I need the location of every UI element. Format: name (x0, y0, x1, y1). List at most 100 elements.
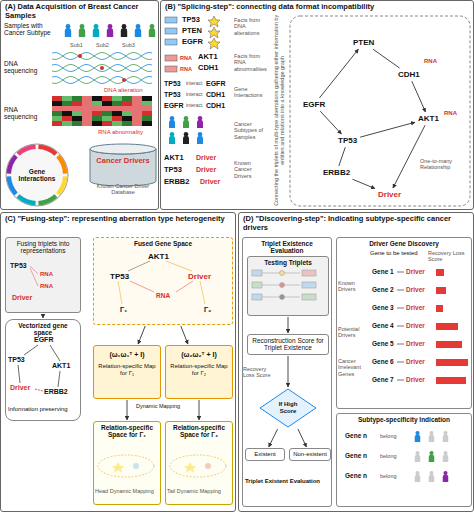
gene-graph-lines-part (24, 345, 38, 355)
label-text: Gene n (345, 472, 367, 479)
node-text: Testing Triplets (251, 259, 325, 266)
label-text: CDH1 (206, 102, 225, 110)
label-text: Triplet Existent Evaluation (245, 478, 327, 485)
triplet-icons-part (165, 55, 177, 61)
heatmap-part (122, 121, 132, 126)
recovery-loss-bars-part (397, 326, 404, 327)
recovery-loss-bars-part (397, 272, 404, 273)
label-text: belong (380, 473, 397, 479)
dna-strands (52, 53, 152, 84)
label-text: EGFR (34, 336, 53, 344)
label-text: Facts from RNA abnormalities (234, 53, 270, 72)
heatmap-part (62, 111, 72, 116)
gene-entity: ERBB2 (321, 167, 352, 178)
heatmap-part (102, 111, 112, 116)
connector-arrow (138, 326, 145, 344)
label-text: Facts from DNA alterations (234, 17, 270, 36)
label-text: RNA (156, 292, 170, 299)
subtype-indication-icons-part (415, 471, 421, 482)
vertical-note: Connecting the triplets of multi-type ab… (273, 12, 286, 208)
connector-arrow (360, 122, 415, 137)
label-text: ERBB2 (164, 178, 189, 187)
label-text: Known Drivers (338, 280, 370, 293)
recovery-loss-bars-part (436, 377, 466, 384)
process-box: Driver Gene Discovery (336, 237, 472, 409)
heatmap-part (142, 96, 152, 101)
node-text: Known Cancer Driver Database (89, 183, 157, 196)
connector-arrow (269, 429, 278, 447)
heatmap-part (102, 106, 112, 111)
connector-arrow (288, 356, 289, 387)
gene-entity: PTEN (351, 37, 376, 48)
gene-entity: Driver (376, 189, 403, 200)
triplet-icons-part (165, 39, 177, 45)
recovery-loss-bars-part (436, 323, 458, 330)
subtype-indication-icons-part (429, 471, 435, 482)
label-text: Gene 1 (372, 268, 394, 275)
heatmap-part (102, 116, 112, 121)
recovery-loss-bars-part (436, 305, 443, 312)
label-text: Known Cancer Drivers (234, 160, 270, 179)
heatmap-part (82, 116, 92, 121)
subtype-indication-icons (415, 431, 449, 482)
subtype-indication-icons-part (443, 431, 449, 442)
heatmap-part (142, 106, 152, 111)
label-text: interact (186, 92, 202, 98)
recovery-loss-bars-part (397, 308, 404, 309)
subtype-indication-icons-part (429, 451, 435, 462)
connector-arrow (393, 125, 425, 188)
subtype-icons-part (183, 132, 189, 144)
cyl-outline (89, 143, 157, 209)
node-text: Relation-specific Space for Γ₂ (169, 424, 229, 439)
sample-icons-part (65, 24, 71, 37)
label-text: Γ₁ (120, 306, 127, 314)
heatmap-part (102, 101, 112, 106)
heatmap-part (52, 121, 62, 126)
recovery-loss-bars-part (397, 380, 404, 381)
heatmap-part (62, 106, 72, 111)
heatmap-part (122, 101, 132, 106)
node-text: Relation-specific Space for Γ₁ (97, 424, 157, 439)
sample-icons (65, 24, 155, 37)
node-text: Subtype-specificity Indication (340, 416, 468, 423)
label-text: RNA (40, 283, 53, 290)
connector-arrow (339, 147, 345, 166)
label-text: Cancer Irrelevant Genes (338, 358, 370, 377)
label-text: Potential Drivers (338, 326, 370, 339)
heatmap-part (132, 96, 142, 101)
label-text: TP53 (10, 262, 27, 270)
label-text: RNA (180, 55, 192, 61)
heatmap-part (112, 96, 122, 101)
process-box: Subtype-specificity Indication (336, 413, 472, 507)
subtype-icons-part (197, 116, 203, 128)
heatmap-part (112, 121, 122, 126)
process-box: Testing Triplets (247, 256, 329, 316)
heatmap-part (112, 106, 122, 111)
node-text: AKT1 (418, 114, 439, 123)
connector-arrow (127, 400, 128, 420)
heatmap-part (82, 101, 92, 106)
decision-diamond: If High Score (259, 388, 317, 428)
label-text: Information preserving (8, 406, 78, 413)
label-text: Driver (406, 376, 425, 383)
dna-strands-part (52, 77, 152, 84)
label-text: TP53 (8, 356, 25, 364)
heatmap-part (52, 116, 62, 121)
label-text: EGFR (206, 80, 225, 88)
sample-icons-part (121, 24, 127, 37)
dna-strands-part (100, 66, 104, 70)
label-text: PTEN (182, 27, 202, 36)
triplet-icons-part (208, 27, 220, 38)
label-text: TP53 (164, 80, 181, 88)
label-text: Gene 5 (372, 340, 394, 347)
heatmap-part (82, 106, 92, 111)
label-text: CDH1 (206, 91, 225, 99)
label-text: TP53 (164, 166, 182, 175)
label-text: Gene 6 (372, 358, 394, 365)
label-text: AKT1 (148, 252, 169, 261)
label-text: belong (380, 453, 397, 459)
heatmap-part (112, 111, 122, 116)
heatmap-part (62, 121, 72, 126)
heatmap-part (92, 111, 102, 116)
